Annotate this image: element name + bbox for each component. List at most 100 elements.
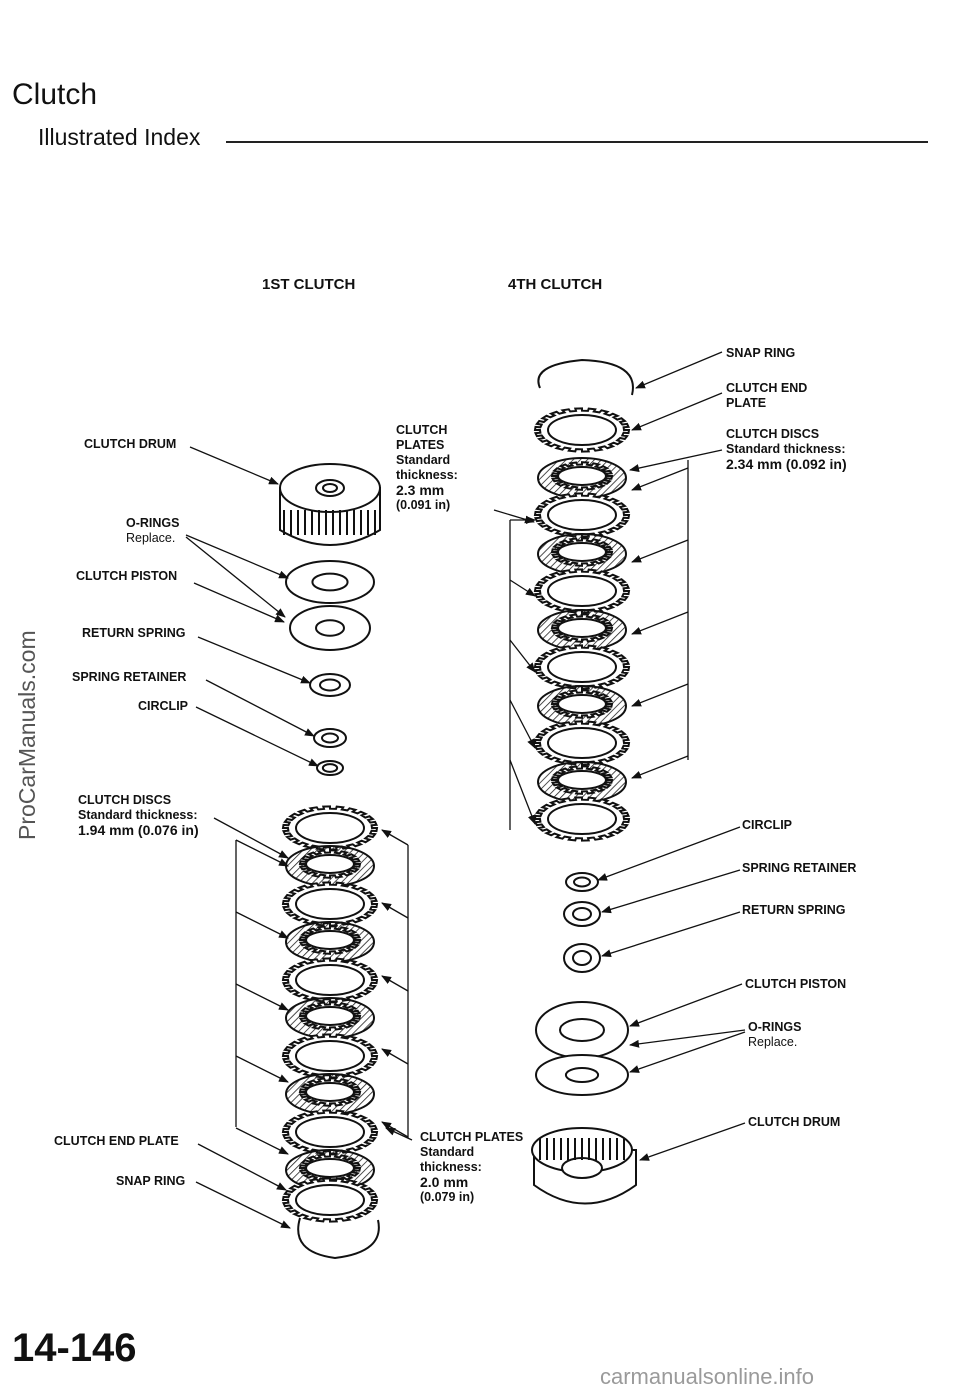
first-clutch-disc: [285, 845, 375, 887]
first-clutch-end-plate: [281, 1177, 379, 1223]
label-1st-clutch-end-plate: CLUTCH END PLATE: [54, 1134, 179, 1148]
fourth-plate-leader: [509, 699, 536, 749]
page-subtitle: Illustrated Index: [38, 124, 201, 150]
label-4th-plates-standard: Standard: [396, 453, 451, 467]
header-rule: [226, 141, 928, 143]
page-title: Clutch: [12, 78, 98, 111]
leader-1st-return-spring: [197, 636, 311, 684]
first-snap-ring: [297, 1217, 380, 1260]
fourth-clutch-plate: [533, 720, 631, 766]
label-4th-clutch-piston: CLUTCH PISTON: [745, 977, 847, 991]
label-4th-o-rings-title: O-RINGS: [748, 1020, 802, 1034]
fourth-clutch-disc: [537, 685, 627, 727]
leader-4th-o-ring-b: [629, 1031, 746, 1073]
leader-1st-spring-retainer: [205, 679, 315, 737]
fourth-snap-ring: [537, 358, 634, 396]
fourth-circlip: [565, 872, 599, 892]
first-clutch-drum: [279, 463, 381, 546]
label-4th-plates-mm: 2.3 mm: [396, 482, 445, 498]
fourth-clutch-disc: [537, 533, 627, 575]
label-4th-snap-ring: SNAP RING: [726, 346, 796, 360]
label-4th-end-plate-line1: CLUTCH END: [726, 381, 808, 395]
side-watermark: ProCarManuals.com: [14, 630, 40, 840]
label-1st-plates-mm: 2.0 mm: [420, 1174, 469, 1190]
fourth-clutch-disc: [537, 457, 627, 499]
leader-4th-o-ring-a: [629, 1029, 746, 1048]
leader-4th-snap-ring: [635, 351, 723, 389]
first-spring-retainer: [313, 728, 347, 748]
label-4th-plates-thickness: thickness:: [396, 468, 458, 482]
leader-4th-spring-retainer: [601, 869, 741, 914]
first-disc-leader: [235, 911, 289, 939]
label-4th-plates-in: (0.091 in): [396, 498, 451, 512]
fourth-spring-retainer: [563, 901, 601, 927]
fourth-clutch-disc: [537, 761, 627, 803]
fourth-clutch-plate: [533, 568, 631, 614]
label-4th-discs-thickness-value: 2.34 mm (0.092 in): [726, 456, 847, 472]
leader-1st-piston: [193, 582, 285, 623]
label-4th-clutch-end-plate: CLUTCH END PLATE: [726, 381, 807, 411]
label-4th-plates-line1: CLUTCH: [396, 423, 448, 437]
column-heading-4th-clutch: 4TH CLUTCH: [508, 276, 603, 293]
label-1st-circlip: CIRCLIP: [138, 699, 188, 713]
first-disc-leader: [235, 1055, 289, 1083]
fourth-clutch-plate: [533, 796, 631, 842]
footer-site-name: carmanualsonline.info: [600, 1364, 815, 1389]
label-4th-return-spring: RETURN SPRING: [742, 903, 846, 917]
fourth-disc-leader: [631, 683, 689, 707]
column-heading-1st-clutch: 1ST CLUTCH: [262, 276, 356, 293]
fourth-disc-leader: [631, 467, 689, 491]
fourth-plate-leader: [509, 759, 536, 825]
label-1st-discs-thickness-label: Standard thickness:: [78, 808, 198, 822]
label-4th-clutch-discs: CLUTCH DISCS Standard thickness: 2.34 mm…: [726, 427, 847, 472]
leader-4th-circlip: [597, 826, 741, 881]
leader-1st-circlip: [195, 706, 319, 767]
leader-1st-snap-ring: [195, 1181, 291, 1229]
label-1st-return-spring: RETURN SPRING: [82, 626, 186, 640]
first-plate-leader: [381, 829, 409, 846]
first-disc-leader: [235, 1127, 289, 1155]
fourth-o-ring: [535, 1054, 629, 1096]
first-return-spring: [309, 673, 351, 697]
first-circlip: [316, 760, 344, 776]
first-clutch-plate: [281, 881, 379, 927]
label-4th-spring-retainer: SPRING RETAINER: [742, 861, 857, 875]
first-clutch-disc: [285, 997, 375, 1039]
first-plate-leader: [381, 1121, 409, 1138]
leader-4th-plates: [493, 509, 535, 524]
first-clutch-disc: [285, 1073, 375, 1115]
leader-1st-o-ring-b: [185, 536, 286, 618]
label-4th-clutch-drum: CLUTCH DRUM: [748, 1115, 841, 1129]
label-1st-plates-title: CLUTCH PLATES: [420, 1130, 524, 1144]
fourth-disc-leader: [631, 755, 689, 779]
first-clutch-plate: [281, 957, 379, 1003]
leader-1st-end-plate: [197, 1143, 287, 1191]
label-4th-end-plate-line2: PLATE: [726, 396, 767, 410]
label-1st-snap-ring: SNAP RING: [116, 1174, 186, 1188]
fourth-disc-leader: [631, 539, 689, 563]
label-1st-discs-thickness-value: 1.94 mm (0.076 in): [78, 822, 199, 838]
fourth-plate-leader: [509, 639, 536, 673]
first-plate-leader: [381, 902, 409, 919]
label-1st-clutch-discs: CLUTCH DISCS Standard thickness: 1.94 mm…: [78, 793, 199, 838]
page-number: 14-146: [12, 1326, 137, 1370]
label-4th-circlip: CIRCLIP: [742, 818, 792, 832]
leader-1st-drum: [189, 446, 279, 485]
fourth-disc-leader: [631, 611, 689, 635]
fourth-clutch-plate: [533, 644, 631, 690]
label-1st-clutch-plates: CLUTCH PLATES Standard thickness: 2.0 mm…: [420, 1130, 523, 1205]
first-clutch-piston: [289, 605, 371, 651]
fourth-clutch-drum: [531, 1127, 637, 1205]
label-4th-discs-title: CLUTCH DISCS: [726, 427, 820, 441]
label-1st-clutch-drum: CLUTCH DRUM: [84, 437, 177, 451]
first-clutch-plate: [281, 1109, 379, 1155]
leader-4th-discs: [629, 449, 723, 472]
fourth-plate-leader: [509, 579, 536, 597]
label-1st-plates-thickness: thickness:: [420, 1160, 482, 1174]
fourth-clutch-plate: [533, 492, 631, 538]
fourth-clutch-piston: [535, 1001, 629, 1059]
leader-4th-piston: [629, 983, 743, 1027]
label-1st-plates-in: (0.079 in): [420, 1190, 475, 1204]
leader-4th-return-spring: [601, 911, 741, 958]
